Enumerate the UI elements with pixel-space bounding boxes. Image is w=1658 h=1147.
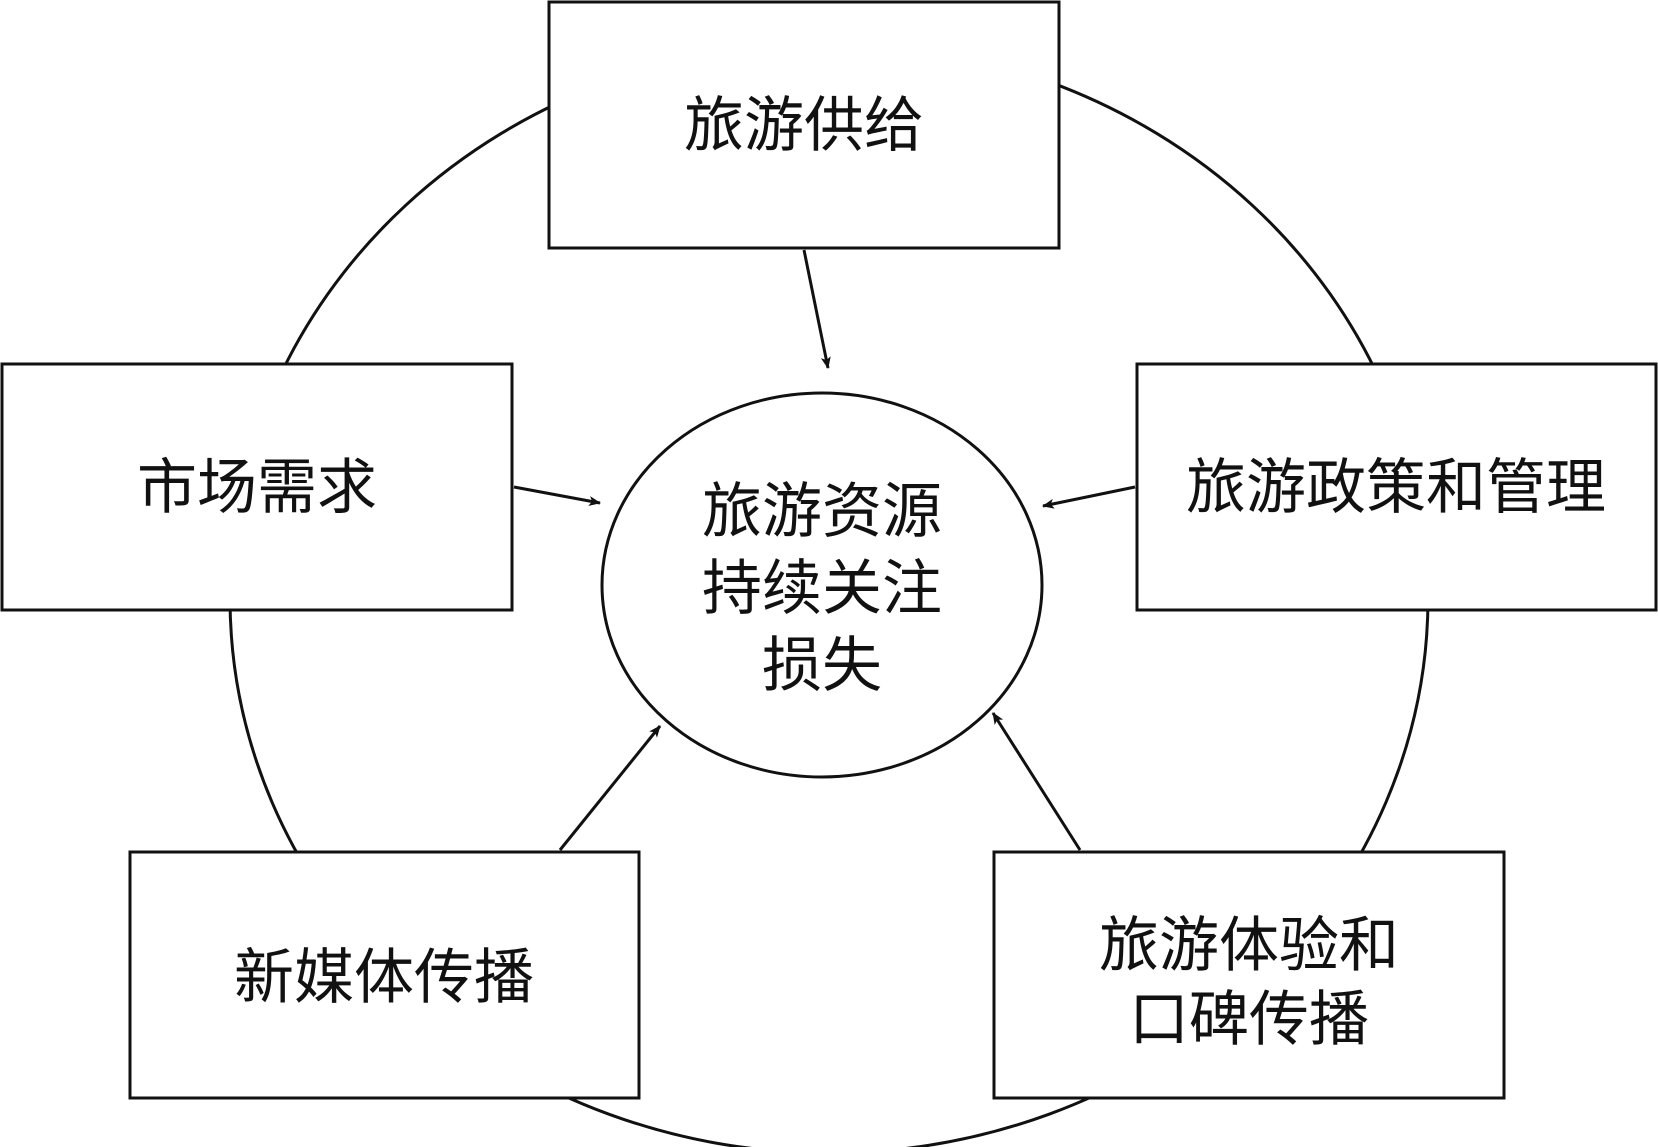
factor-box-market-demand: 市场需求 <box>0 362 514 612</box>
factor-box-supply-frame <box>547 0 1061 250</box>
factor-label-new-media: 新媒体传播 <box>234 943 534 1013</box>
arrow-policy-to-center <box>1042 485 1136 509</box>
arrow-market-demand-to-center <box>513 485 601 506</box>
factor-box-policy-management: 旅游政策和管理 <box>1135 362 1658 612</box>
center-label-line-3: 损失 <box>762 631 882 701</box>
factor-box-new-media-frame <box>128 850 641 1100</box>
arrow-new-media-to-center <box>558 725 662 851</box>
center-label-line-2: 持续关注 <box>702 554 942 624</box>
factor-label-experience-wom-line-2: 口碑传播 <box>1129 985 1369 1055</box>
arrow-supply-to-center <box>802 249 831 369</box>
factor-box-new-media: 新媒体传播 <box>128 850 641 1100</box>
arrow-experience-wom-to-center <box>991 712 1082 851</box>
factor-label-experience-wom-line-1: 旅游体验和 <box>1099 911 1399 981</box>
center-ellipse <box>600 391 1044 779</box>
center-label-line-1: 旅游资源 <box>702 477 942 547</box>
factor-box-policy-management-frame <box>1135 362 1658 612</box>
factor-label-market-demand: 市场需求 <box>137 453 377 523</box>
center-node: 旅游资源 持续关注 损失 <box>600 391 1044 779</box>
factor-box-supply: 旅游供给 <box>547 0 1061 250</box>
factor-label-supply: 旅游供给 <box>684 91 924 161</box>
factor-box-experience-wom: 旅游体验和 口碑传播 <box>992 850 1506 1100</box>
factor-box-market-demand-frame <box>0 362 514 612</box>
factor-box-experience-wom-frame <box>992 850 1506 1100</box>
factor-label-policy-management: 旅游政策和管理 <box>1186 453 1606 523</box>
